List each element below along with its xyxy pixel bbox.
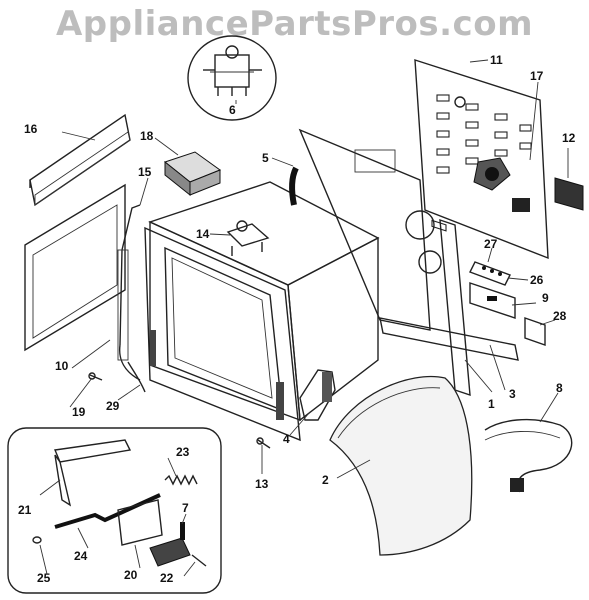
part-18-block	[163, 151, 222, 197]
part-27-26-connectors	[469, 261, 511, 286]
part-9-bracket	[469, 282, 516, 319]
watermark: AppliancePartsPros.com	[55, 4, 533, 44]
latch-assembly-inset	[7, 427, 222, 594]
callout-23: 23	[176, 445, 190, 459]
callout-11: 11	[490, 53, 503, 67]
part-10-side-panel	[24, 183, 126, 352]
callout-10: 10	[55, 359, 69, 373]
part-6-thermostat-inset	[187, 35, 277, 121]
part-11-rear-panel	[414, 59, 549, 260]
callout-22: 22	[160, 571, 174, 585]
callout-18: 18	[140, 129, 154, 143]
part-29-wire	[127, 361, 146, 393]
part-23-spring	[164, 474, 198, 486]
callout-26: 26	[530, 273, 544, 287]
callout-28: 28	[553, 309, 567, 323]
part-16-top-panel	[29, 113, 131, 207]
callout-15: 15	[138, 165, 152, 179]
part-15-rod	[117, 204, 141, 381]
callout-4: 4	[283, 432, 290, 446]
part-17-blower	[473, 157, 511, 191]
part-14-bracket	[226, 220, 270, 256]
callout-29: 29	[106, 399, 120, 413]
part-12-plate	[554, 177, 584, 211]
part-5-pipe	[289, 166, 299, 206]
part-21-bracket	[54, 439, 132, 507]
callout-13: 13	[255, 477, 269, 491]
callout-3: 3	[509, 387, 516, 401]
callout-25: 25	[37, 571, 51, 585]
callout-19: 19	[72, 405, 86, 419]
part-24-rod	[54, 493, 161, 529]
callout-14: 14	[196, 227, 210, 241]
callout-21: 21	[18, 503, 32, 517]
part-1-side-rail	[439, 218, 471, 397]
callout-6: 6	[229, 103, 236, 117]
callout-7: 7	[182, 501, 189, 515]
part-28-clip	[524, 317, 546, 346]
part-22-screw	[191, 554, 207, 567]
leader-lines	[39, 59, 569, 577]
oven-cavity	[148, 181, 380, 422]
part-3-rail	[379, 317, 519, 361]
rear-panel-slots	[431, 219, 447, 232]
callout-2: 2	[322, 473, 329, 487]
part-20-plate	[117, 499, 163, 546]
back-chassis	[298, 128, 442, 331]
callout-16: 16	[24, 122, 38, 136]
part-7-switch	[149, 522, 191, 567]
oven-door-frame	[144, 226, 301, 442]
callout-17: 17	[530, 69, 544, 83]
callout-8: 8	[556, 381, 563, 395]
part-8-power-cord	[484, 418, 573, 493]
callout-12: 12	[562, 131, 576, 145]
callout-20: 20	[124, 568, 138, 582]
callout-5: 5	[262, 151, 269, 165]
part-25-washer	[32, 536, 42, 544]
callout-27: 27	[484, 237, 498, 251]
part-13-screw	[256, 437, 271, 449]
callout-24: 24	[74, 549, 88, 563]
callout-1: 1	[488, 397, 495, 411]
part-2-insulation	[329, 375, 473, 556]
part-19-screw	[88, 372, 103, 381]
callout-labels: 1 2 3 4 5 6 7 8 9 10 11 12 13 14 15 16 1…	[18, 53, 576, 585]
part-4-latch	[299, 369, 336, 421]
callout-9: 9	[542, 291, 549, 305]
